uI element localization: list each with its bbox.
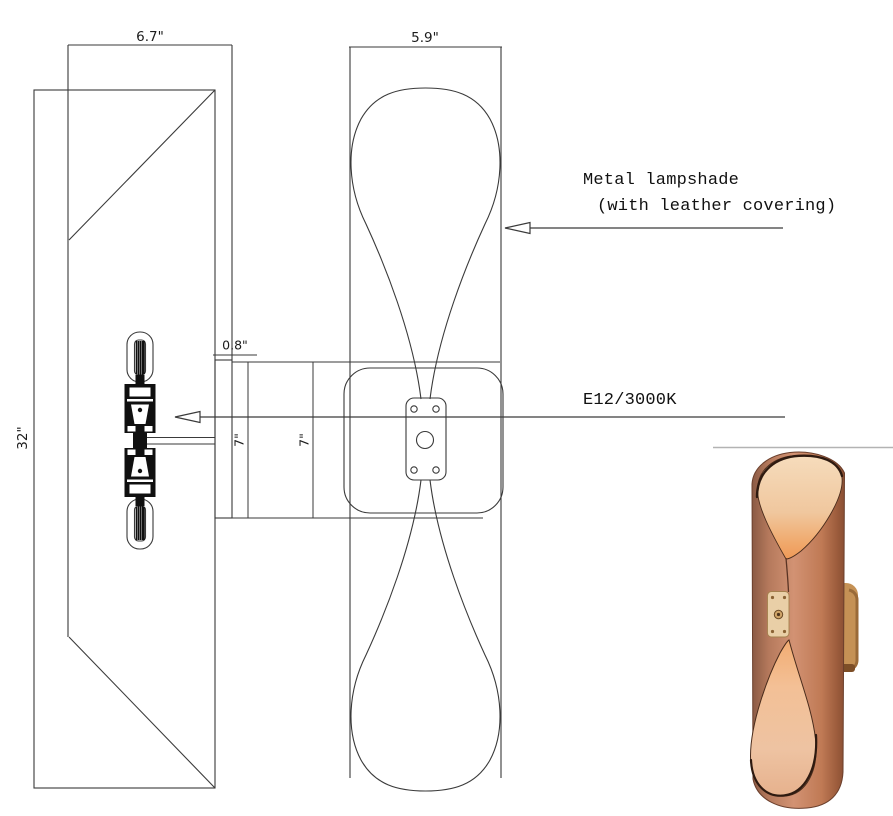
mounting-arm	[140, 436, 215, 445]
lamp-socket-top	[124, 384, 156, 433]
dim-fixture-depth: 6.7"	[136, 29, 164, 45]
lamp-socket-bottom	[124, 448, 156, 497]
dim-backplate-height-front: 7"	[296, 433, 312, 447]
top-rim-edge	[755, 454, 844, 499]
front-view-drawing	[343, 46, 504, 792]
side-view-drawing	[33, 45, 233, 789]
bulb-bottom	[126, 497, 154, 550]
leader-arrowhead-socket	[174, 410, 201, 424]
backplate-front	[343, 367, 504, 514]
dim-backplate-depth: 0.8"	[222, 337, 248, 353]
shade-bottom-lobe	[350, 479, 501, 792]
dim-shade-width: 5.9"	[411, 30, 439, 46]
lamp-assembly-side	[124, 331, 156, 550]
leader-arrowhead-lampshade	[504, 221, 531, 235]
leader-socket	[174, 410, 785, 424]
backplate-side	[214, 359, 233, 519]
label-lampshade-line2: (with leather covering)	[597, 197, 837, 216]
dimension-lines	[68, 44, 502, 519]
product-photo	[713, 446, 893, 809]
bulb-top	[126, 331, 154, 384]
leader-lampshade	[504, 221, 783, 235]
leather-seam	[785, 557, 790, 593]
shade-top-lobe	[350, 87, 501, 400]
label-lampshade-line1: Metal lampshade	[583, 171, 740, 190]
strap-plate	[767, 591, 790, 638]
socket-connector	[133, 431, 147, 450]
bottom-rim-edge	[749, 733, 818, 797]
mounting-plate-front	[405, 397, 447, 481]
dim-overall-height: 32"	[15, 426, 31, 450]
label-socket-spec: E12/3000K	[583, 391, 677, 410]
dim-backplate-height-side: 7"	[231, 433, 247, 447]
